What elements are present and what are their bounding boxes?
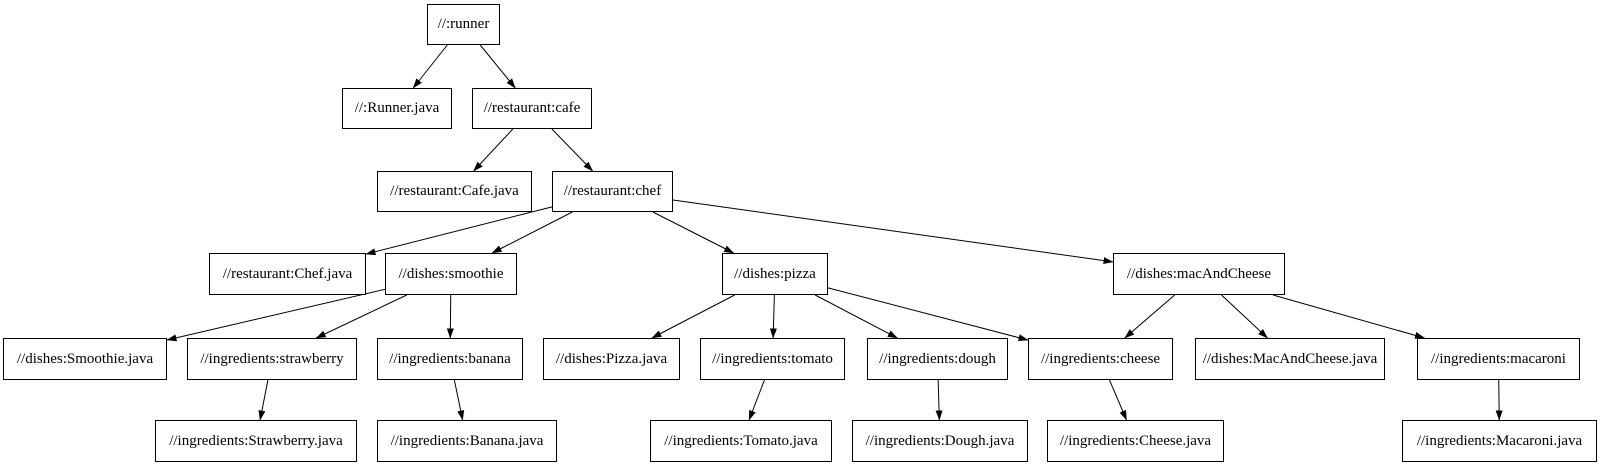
edge-banana-to-banana-java [453,379,465,421]
graph-node-chef-java: //restaurant:Chef.java [209,253,366,295]
edge-pizza-to-cheese [827,287,1029,342]
graph-node-cheese: //ingredients:cheese [1028,338,1173,380]
graph-node-pizza-java: //dishes:Pizza.java [543,338,680,380]
graph-node-dough-java: //ingredients:Dough.java [852,420,1028,462]
graph-node-banana-java: //ingredients:Banana.java [377,420,557,462]
edge-pizza-to-dough [814,294,898,339]
edge-cafe-to-chef [551,128,593,172]
graph-node-dough: //ingredients:dough [867,338,1008,380]
graph-node-strawberry: //ingredients:strawberry [187,338,357,380]
edge-smoothie-to-banana [446,294,454,339]
graph-node-macaroni: //ingredients:macaroni [1417,338,1580,380]
graph-node-macandcheese-java: //dishes:MacAndCheese.java [1195,338,1385,380]
graph-node-chef: //restaurant:chef [552,171,673,212]
graph-node-pizza: //dishes:pizza [722,253,828,295]
graph-node-smoothie-java: //dishes:Smoothie.java [3,338,167,380]
graph-node-macaroni-java: //ingredients:Macaroni.java [1402,420,1597,462]
graph-node-tomato: //ingredients:tomato [700,338,845,380]
graph-node-smoothie: //dishes:smoothie [385,253,517,295]
edge-chef-to-macandcheese [672,199,1114,265]
edge-macandcheese-to-cheese [1124,294,1175,339]
edge-dough-to-dough-java [935,379,943,421]
graph-node-runner: //:runner [427,4,500,45]
edge-tomato-to-tomato-java [748,379,765,421]
graph-node-cafe: //restaurant:cafe [472,88,592,129]
edge-runner-to-runner-java [412,44,448,89]
edge-cheese-to-cheese-java [1109,379,1127,421]
graph-node-tomato-java: //ingredients:Tomato.java [650,420,832,462]
edge-smoothie-to-smoothie-java [166,288,386,342]
graph-node-cheese-java: //ingredients:Cheese.java [1047,420,1224,462]
edge-strawberry-to-strawberry-java [258,379,269,421]
graph-node-macandcheese: //dishes:macAndCheese [1113,253,1285,295]
graph-node-banana: //ingredients:banana [377,338,523,380]
edge-pizza-to-tomato [769,294,777,339]
graph-node-strawberry-java: //ingredients:Strawberry.java [155,420,357,462]
graph-node-cafe-java: //restaurant:Cafe.java [377,171,532,212]
graph-node-runner-java: //:Runner.java [342,88,452,129]
edge-pizza-to-pizza-java [651,294,735,339]
edge-chef-to-smoothie [491,211,573,254]
edge-macandcheese-to-macaroni [1272,294,1425,339]
edge-cafe-to-cafe-java [473,128,514,172]
edge-runner-to-cafe [479,44,516,89]
edge-chef-to-chef-java [365,206,553,256]
edge-chef-to-pizza [652,211,735,254]
edge-smoothie-to-strawberry [315,294,407,339]
edge-macandcheese-to-macandcheese-java [1221,294,1268,339]
